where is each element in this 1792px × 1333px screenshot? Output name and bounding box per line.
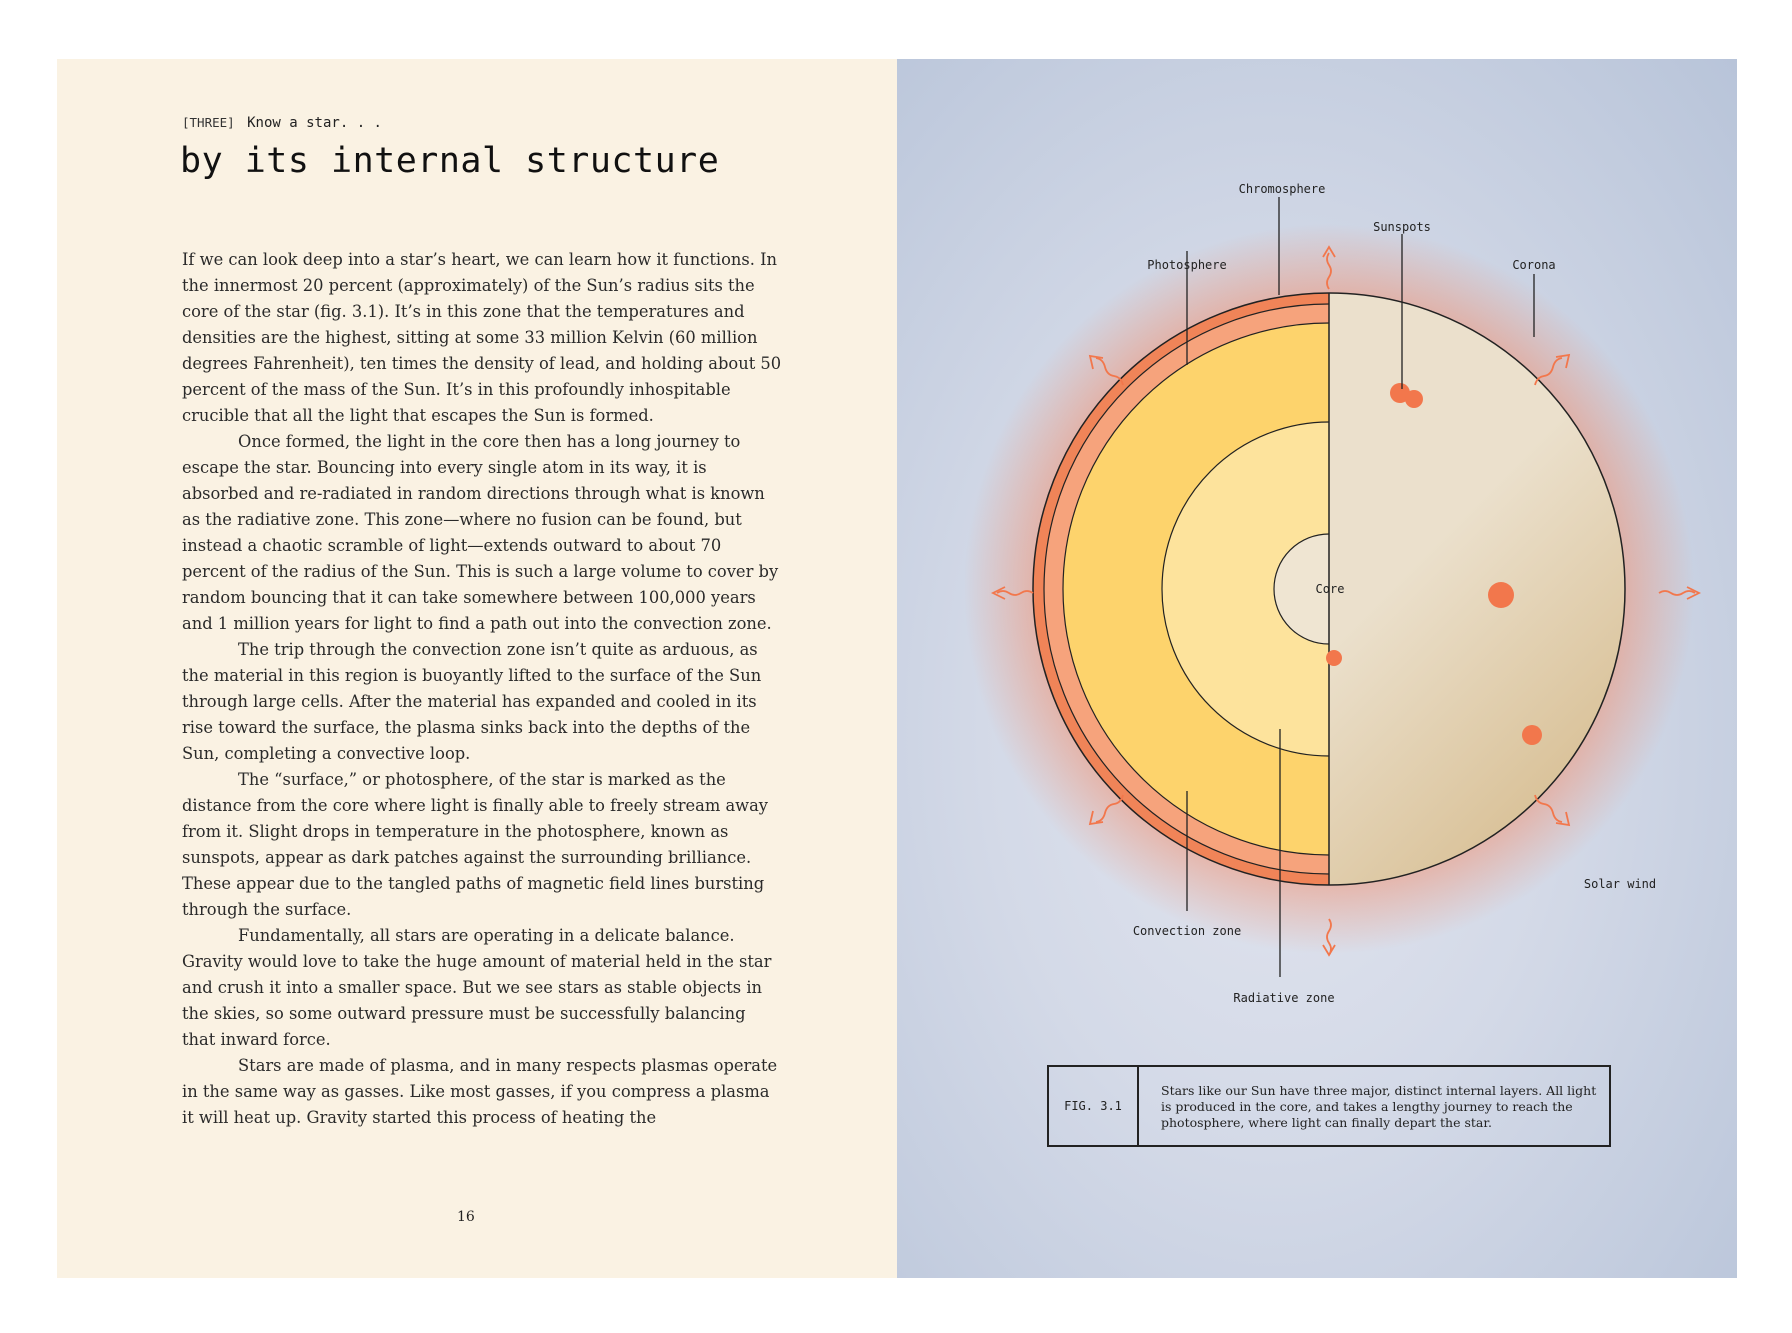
label-solar-wind: Solar wind [1584,877,1656,891]
page-title: by its internal structure [180,141,720,181]
label-convection-zone: Convection zone [1133,924,1241,938]
core-layer [1273,533,1329,645]
sunspot [1326,650,1342,666]
paragraph: The “surface,” or photosphere, of the st… [182,770,769,919]
solar-wind-arrows [990,245,1702,957]
arrow-bottom [1322,918,1336,957]
surface-disc [1329,292,1626,886]
sunspot [1390,383,1410,403]
sunspot [1488,582,1514,608]
cross-section [1032,292,1329,886]
label-radiative-zone: Radiative zone [1233,991,1334,1005]
sunspot [1522,725,1542,745]
paragraph: If we can look deep into a star’s heart,… [182,250,782,425]
paragraph: Fundamentally, all stars are operating i… [182,926,772,1049]
label-sunspots: Sunspots [1373,220,1431,234]
left-page: [THREE] Know a star. . . by its internal… [57,59,897,1278]
arrow-top [1322,245,1336,290]
radiative-zone-layer [1161,421,1329,757]
figure-caption: FIG. 3.1 Stars like our Sun have three m… [1047,1065,1611,1147]
sun-surface [1329,292,1626,886]
arrow-right [1658,586,1702,600]
sun-structure-diagram: Chromosphere Sunspots Photosphere Corona… [964,182,1702,1005]
label-photosphere: Photosphere [1147,258,1226,272]
book-spread: [THREE] Know a star. . . by its internal… [57,59,1737,1278]
leader-lines [1186,197,1535,977]
right-page: Chromosphere Sunspots Photosphere Corona… [897,59,1737,1278]
label-core: Core [1316,582,1345,596]
arrow-upper-right [1534,353,1571,386]
chapter-kicker-text: Know a star. . . [247,115,382,131]
sunspot [1405,390,1423,408]
figure-number: FIG. 3.1 [1049,1067,1139,1145]
label-chromosphere: Chromosphere [1239,182,1326,196]
arrow-upper-left [1088,354,1124,386]
page-number: 16 [457,1209,475,1225]
body-text: If we can look deep into a star’s heart,… [182,247,782,1131]
chapter-kicker: [THREE] Know a star. . . [182,115,382,131]
chapter-tag: [THREE] [182,115,235,130]
paragraph: Once formed, the light in the core then … [182,432,779,633]
label-corona: Corona [1512,258,1555,272]
arrow-lower-left [1088,794,1124,826]
arrow-lower-right [1534,794,1571,827]
caption-text: Stars like our Sun have three major, dis… [1161,1083,1597,1130]
paragraph: The trip through the convection zone isn… [182,640,762,763]
paragraph: Stars are made of plasma, and in many re… [182,1056,778,1127]
arrow-left [990,586,1034,600]
